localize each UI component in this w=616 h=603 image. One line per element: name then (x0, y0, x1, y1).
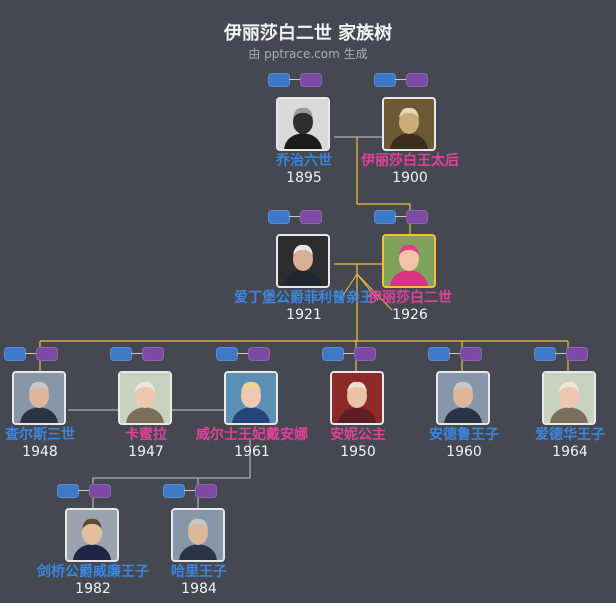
birth-year: 1926 (392, 307, 428, 323)
expand-parents-icon[interactable] (110, 347, 132, 361)
portrait-photo[interactable] (65, 508, 119, 562)
expand-spouse-icon[interactable] (36, 347, 58, 361)
expand-parents-icon[interactable] (268, 210, 290, 224)
portrait-photo[interactable] (118, 371, 172, 425)
expand-controls (428, 347, 500, 361)
portrait-photo[interactable] (382, 234, 436, 288)
birth-year: 1947 (128, 444, 164, 460)
expand-controls (216, 347, 288, 361)
birth-year: 1900 (392, 170, 428, 186)
toggle-connector (395, 216, 406, 217)
expand-spouse-icon[interactable] (248, 347, 270, 361)
expand-controls (268, 73, 340, 87)
birth-year: 1950 (340, 444, 376, 460)
toggle-connector (25, 353, 36, 354)
person-name[interactable]: 剑桥公爵威廉王子 (37, 564, 149, 580)
toggle-connector (78, 490, 89, 491)
expand-spouse-icon[interactable] (460, 347, 482, 361)
toggle-connector (555, 353, 566, 354)
birth-year: 1982 (75, 581, 111, 597)
expand-parents-icon[interactable] (4, 347, 26, 361)
expand-controls (268, 210, 340, 224)
portrait-photo[interactable] (542, 371, 596, 425)
birth-year: 1921 (286, 307, 322, 323)
expand-spouse-icon[interactable] (406, 73, 428, 87)
person-name[interactable]: 伊丽莎白二世 (368, 290, 452, 306)
expand-controls (4, 347, 76, 361)
expand-controls (163, 484, 235, 498)
expand-spouse-icon[interactable] (195, 484, 217, 498)
person-name[interactable]: 爱丁堡公爵菲利普亲王 (234, 290, 374, 306)
expand-spouse-icon[interactable] (566, 347, 588, 361)
birth-year: 1984 (181, 581, 217, 597)
page-title: 伊丽莎白二世 家族树 (223, 23, 393, 44)
toggle-connector (184, 490, 195, 491)
expand-spouse-icon[interactable] (89, 484, 111, 498)
expand-spouse-icon[interactable] (354, 347, 376, 361)
expand-parents-icon[interactable] (534, 347, 556, 361)
person-name[interactable]: 查尔斯三世 (5, 427, 75, 443)
portrait-photo[interactable] (276, 97, 330, 151)
portrait-photo[interactable] (276, 234, 330, 288)
expand-spouse-icon[interactable] (300, 73, 322, 87)
birth-year: 1895 (286, 170, 322, 186)
portrait-photo[interactable] (12, 371, 66, 425)
expand-controls (110, 347, 182, 361)
expand-parents-icon[interactable] (374, 210, 396, 224)
expand-spouse-icon[interactable] (300, 210, 322, 224)
person-name[interactable]: 爱德华王子 (535, 427, 605, 443)
portrait-photo[interactable] (382, 97, 436, 151)
expand-controls (322, 347, 394, 361)
birth-year: 1960 (446, 444, 482, 460)
expand-spouse-icon[interactable] (406, 210, 428, 224)
toggle-connector (395, 79, 406, 80)
toggle-connector (237, 353, 248, 354)
expand-controls (374, 73, 446, 87)
toggle-connector (131, 353, 142, 354)
expand-spouse-icon[interactable] (142, 347, 164, 361)
birth-year: 1948 (22, 444, 58, 460)
birth-year: 1964 (552, 444, 588, 460)
expand-parents-icon[interactable] (57, 484, 79, 498)
toggle-connector (449, 353, 460, 354)
portrait-photo[interactable] (171, 508, 225, 562)
toggle-connector (343, 353, 354, 354)
portrait-photo[interactable] (224, 371, 278, 425)
person-name[interactable]: 伊丽莎白王太后 (361, 153, 459, 169)
person-name[interactable]: 乔治六世 (276, 153, 332, 169)
expand-controls (534, 347, 606, 361)
expand-parents-icon[interactable] (428, 347, 450, 361)
generator-credit: 由 pptrace.com 生成 (248, 47, 368, 61)
birth-year: 1961 (234, 444, 270, 460)
toggle-connector (289, 216, 300, 217)
toggle-connector (289, 79, 300, 80)
person-name[interactable]: 卡蜜拉 (125, 427, 167, 443)
person-name[interactable]: 哈里王子 (171, 564, 227, 580)
expand-parents-icon[interactable] (374, 73, 396, 87)
person-name[interactable]: 安德鲁王子 (429, 427, 499, 443)
expand-controls (57, 484, 129, 498)
portrait-photo[interactable] (330, 371, 384, 425)
expand-parents-icon[interactable] (322, 347, 344, 361)
expand-controls (374, 210, 446, 224)
person-name[interactable]: 威尔士王妃戴安娜 (196, 427, 308, 443)
expand-parents-icon[interactable] (163, 484, 185, 498)
person-name[interactable]: 安妮公主 (330, 427, 386, 443)
expand-parents-icon[interactable] (268, 73, 290, 87)
portrait-photo[interactable] (436, 371, 490, 425)
expand-parents-icon[interactable] (216, 347, 238, 361)
